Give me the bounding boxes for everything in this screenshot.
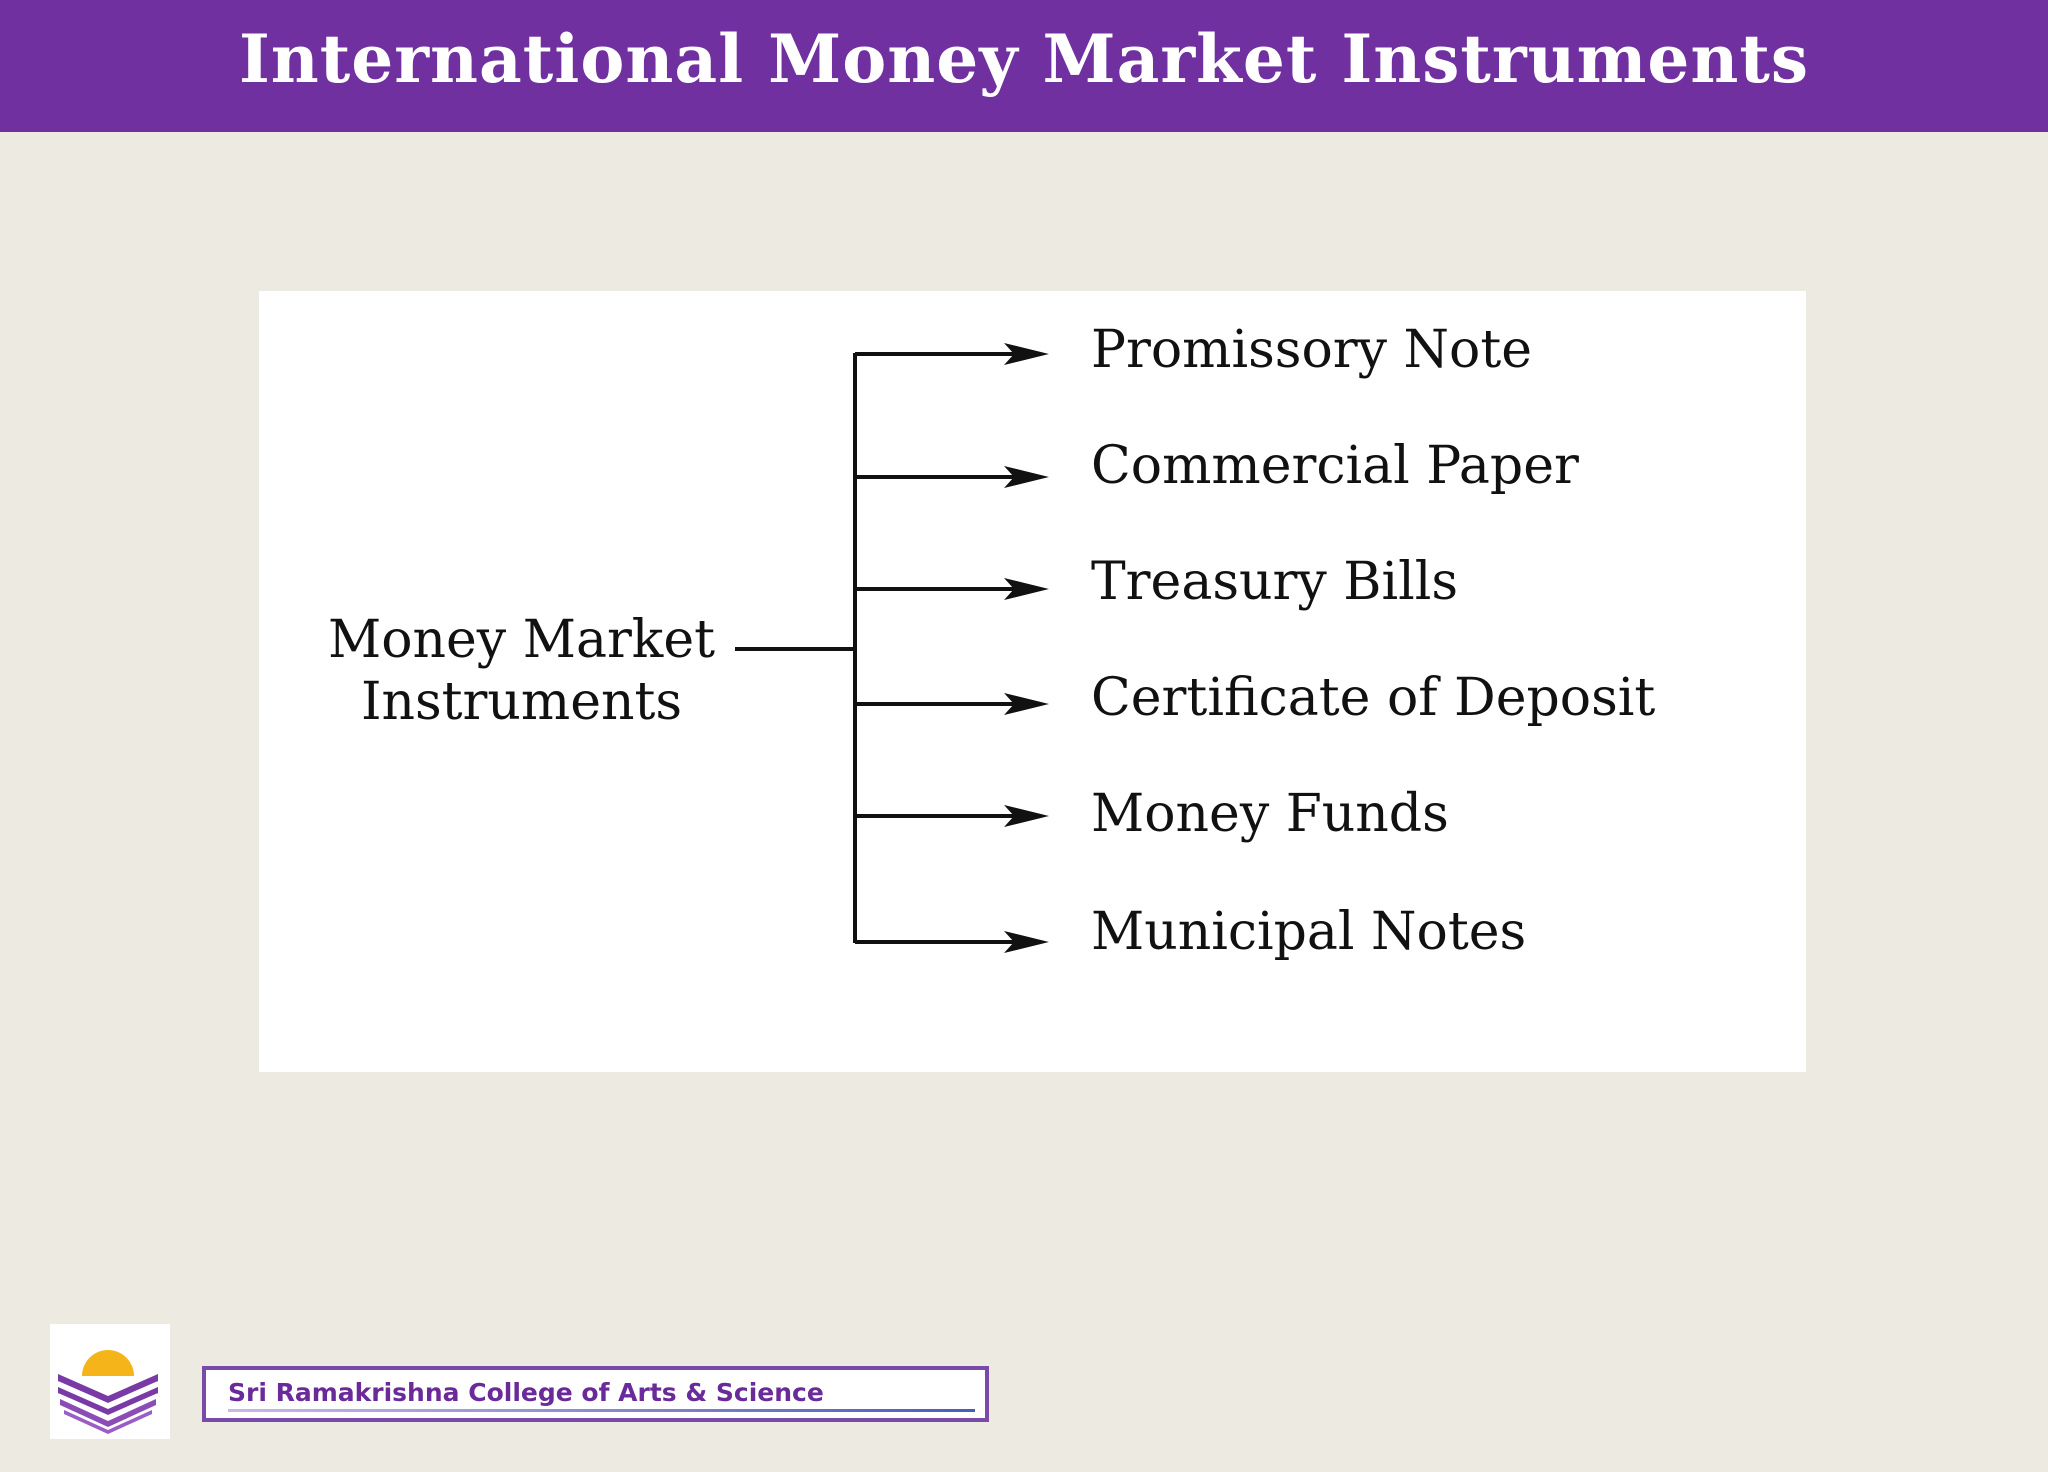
root-label-line-1: Money Market	[327, 610, 715, 670]
college-name: Sri Ramakrishna College of Arts & Scienc…	[228, 1378, 824, 1407]
branch-label-treasury-bills: Treasury Bills	[1091, 552, 1459, 612]
college-name-banner: Sri Ramakrishna College of Arts & Scienc…	[202, 1366, 989, 1422]
root-node-label: Money Market Instruments	[269, 609, 774, 733]
branch-arrow-6	[855, 931, 1049, 953]
open-book-sun-logo-icon	[57, 1350, 159, 1434]
branch-arrow-1	[855, 343, 1049, 365]
diagram-panel: Money Market Instruments Promissory Note…	[259, 291, 1806, 1072]
branch-arrow-5	[855, 805, 1049, 827]
branch-arrow-2	[855, 466, 1049, 488]
college-underline	[228, 1409, 975, 1412]
branch-label-municipal-notes: Municipal Notes	[1091, 902, 1527, 962]
branch-label-certificate-of-deposit: Certificate of Deposit	[1091, 668, 1656, 728]
branch-label-commercial-paper: Commercial Paper	[1091, 436, 1579, 496]
root-label-line-2: Instruments	[360, 672, 683, 732]
branch-label-promissory-note: Promissory Note	[1091, 320, 1533, 380]
connector-lines	[735, 343, 1049, 953]
branch-arrow-3	[855, 578, 1049, 600]
page-title: International Money Market Instruments	[238, 20, 1810, 98]
branch-label-money-funds: Money Funds	[1091, 784, 1449, 844]
college-logo	[50, 1324, 170, 1439]
branch-arrow-4	[855, 693, 1049, 715]
title-bar: International Money Market Instruments	[0, 0, 2048, 132]
